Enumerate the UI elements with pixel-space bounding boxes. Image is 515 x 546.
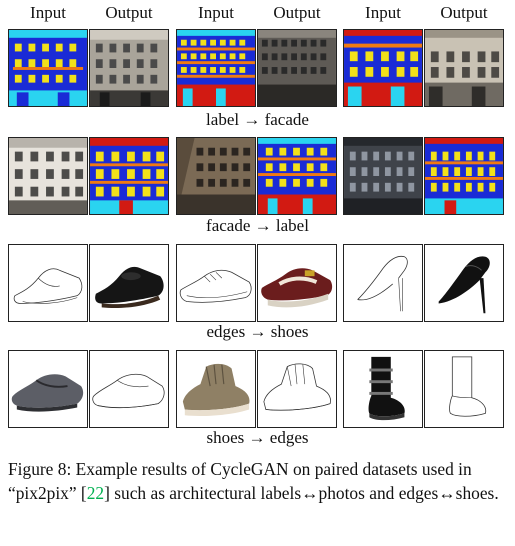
label-map-4 [89,137,169,215]
header-input-1: Input [30,3,66,22]
edge-sketch-6 [424,350,504,428]
row-label-facade-to-label: facade → label [206,216,309,235]
row-label-shoes-to-edges: shoes → edges [206,428,309,447]
facade-photo-4 [8,137,88,215]
shoe-photo-4 [8,350,88,428]
label-map-3 [343,29,423,107]
edge-sketch-1 [8,244,88,322]
label-map-2 [176,29,256,107]
header-input-2: Input [198,3,234,22]
shoe-photo-3 [424,244,504,322]
shoe-photo-5 [176,350,256,428]
edge-sketch-2 [176,244,256,322]
citation-link[interactable]: 22 [86,483,105,503]
row-label-edges-to-shoes: edges → shoes [206,322,309,341]
label-map-5 [257,137,337,215]
shoe-photo-1 [89,244,169,322]
label-map-1 [8,29,88,107]
edge-sketch-5 [257,350,337,428]
caption-suffix: ] such as architectural labels↔photos an… [104,483,499,503]
label-map-6 [424,137,504,215]
shoe-photo-6 [343,350,423,428]
header-output-1: Output [105,3,153,22]
facade-photo-5 [176,137,256,215]
facade-photo-1 [89,29,169,107]
shoe-photo-2 [257,244,337,322]
header-output-2: Output [273,3,321,22]
header-output-3: Output [440,3,488,22]
caption-prefix: Figure 8: Example results of CycleGAN on… [8,459,472,503]
row-label-label-to-facade: label → facade [206,110,309,129]
edge-sketch-4 [89,350,169,428]
figure-caption: Figure 8: Example results of CycleGAN on… [8,457,508,505]
facade-photo-6 [343,137,423,215]
facade-photo-2 [257,29,337,107]
facade-photo-3 [424,29,504,107]
edge-sketch-3 [343,244,423,322]
header-input-3: Input [365,3,401,22]
